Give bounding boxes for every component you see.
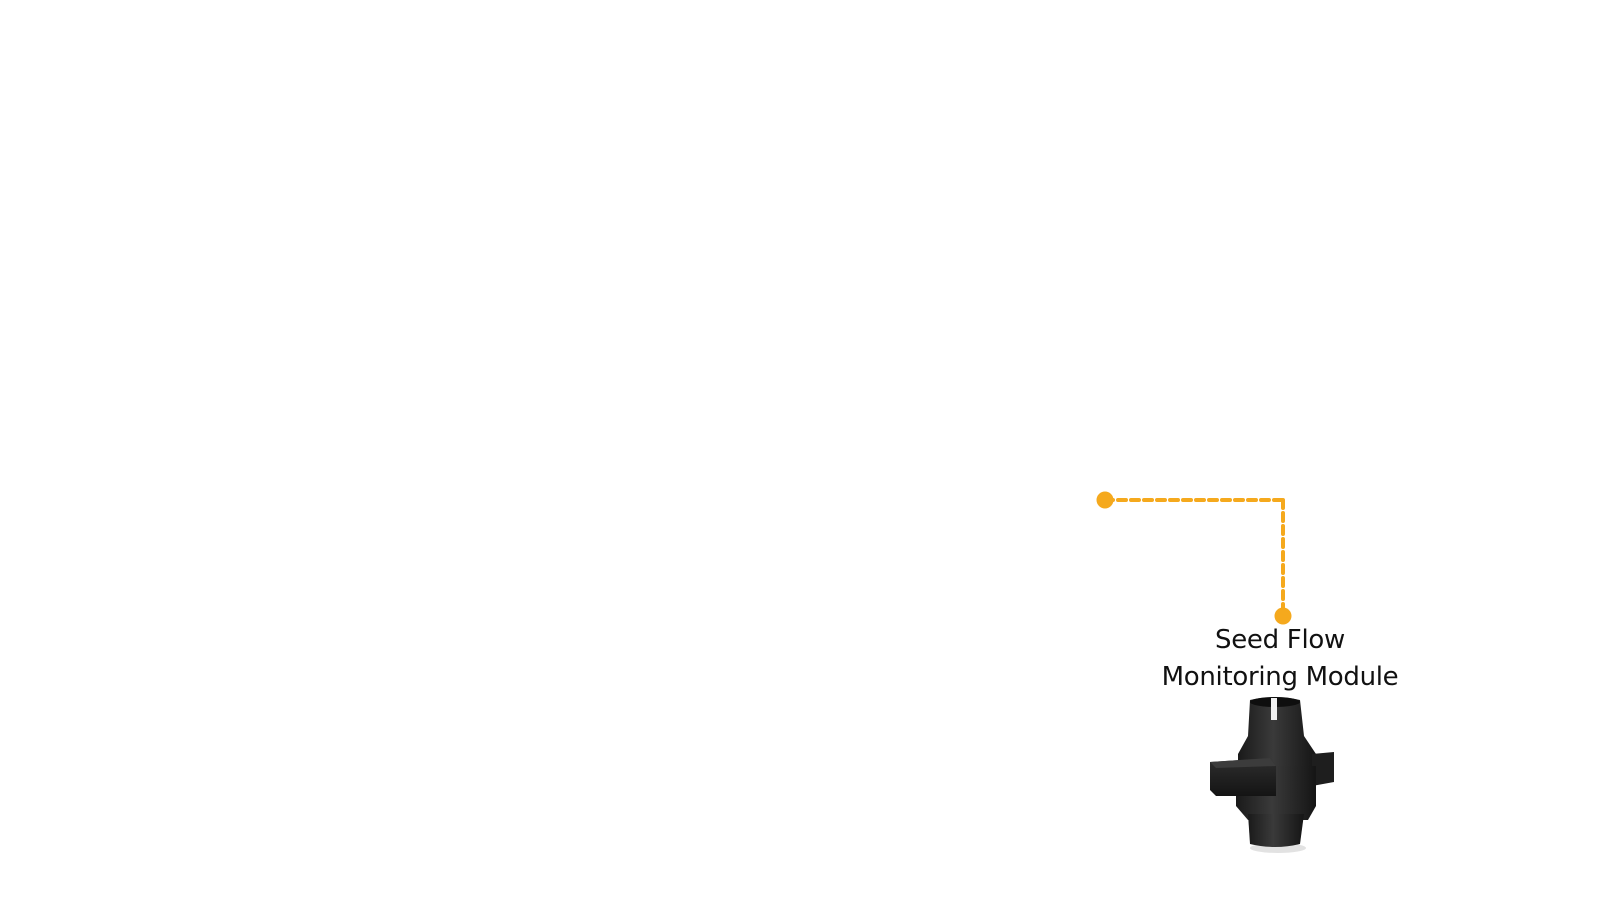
module-label-line1: Seed Flow [1215, 625, 1345, 655]
connector-start-dot[interactable] [1096, 491, 1114, 509]
module-label: Seed Flow Monitoring Module [1130, 622, 1430, 696]
connector-end-dot [1274, 607, 1292, 625]
module-label-line2: Monitoring Module [1161, 662, 1399, 692]
seed-flow-module-image [1210, 697, 1334, 853]
